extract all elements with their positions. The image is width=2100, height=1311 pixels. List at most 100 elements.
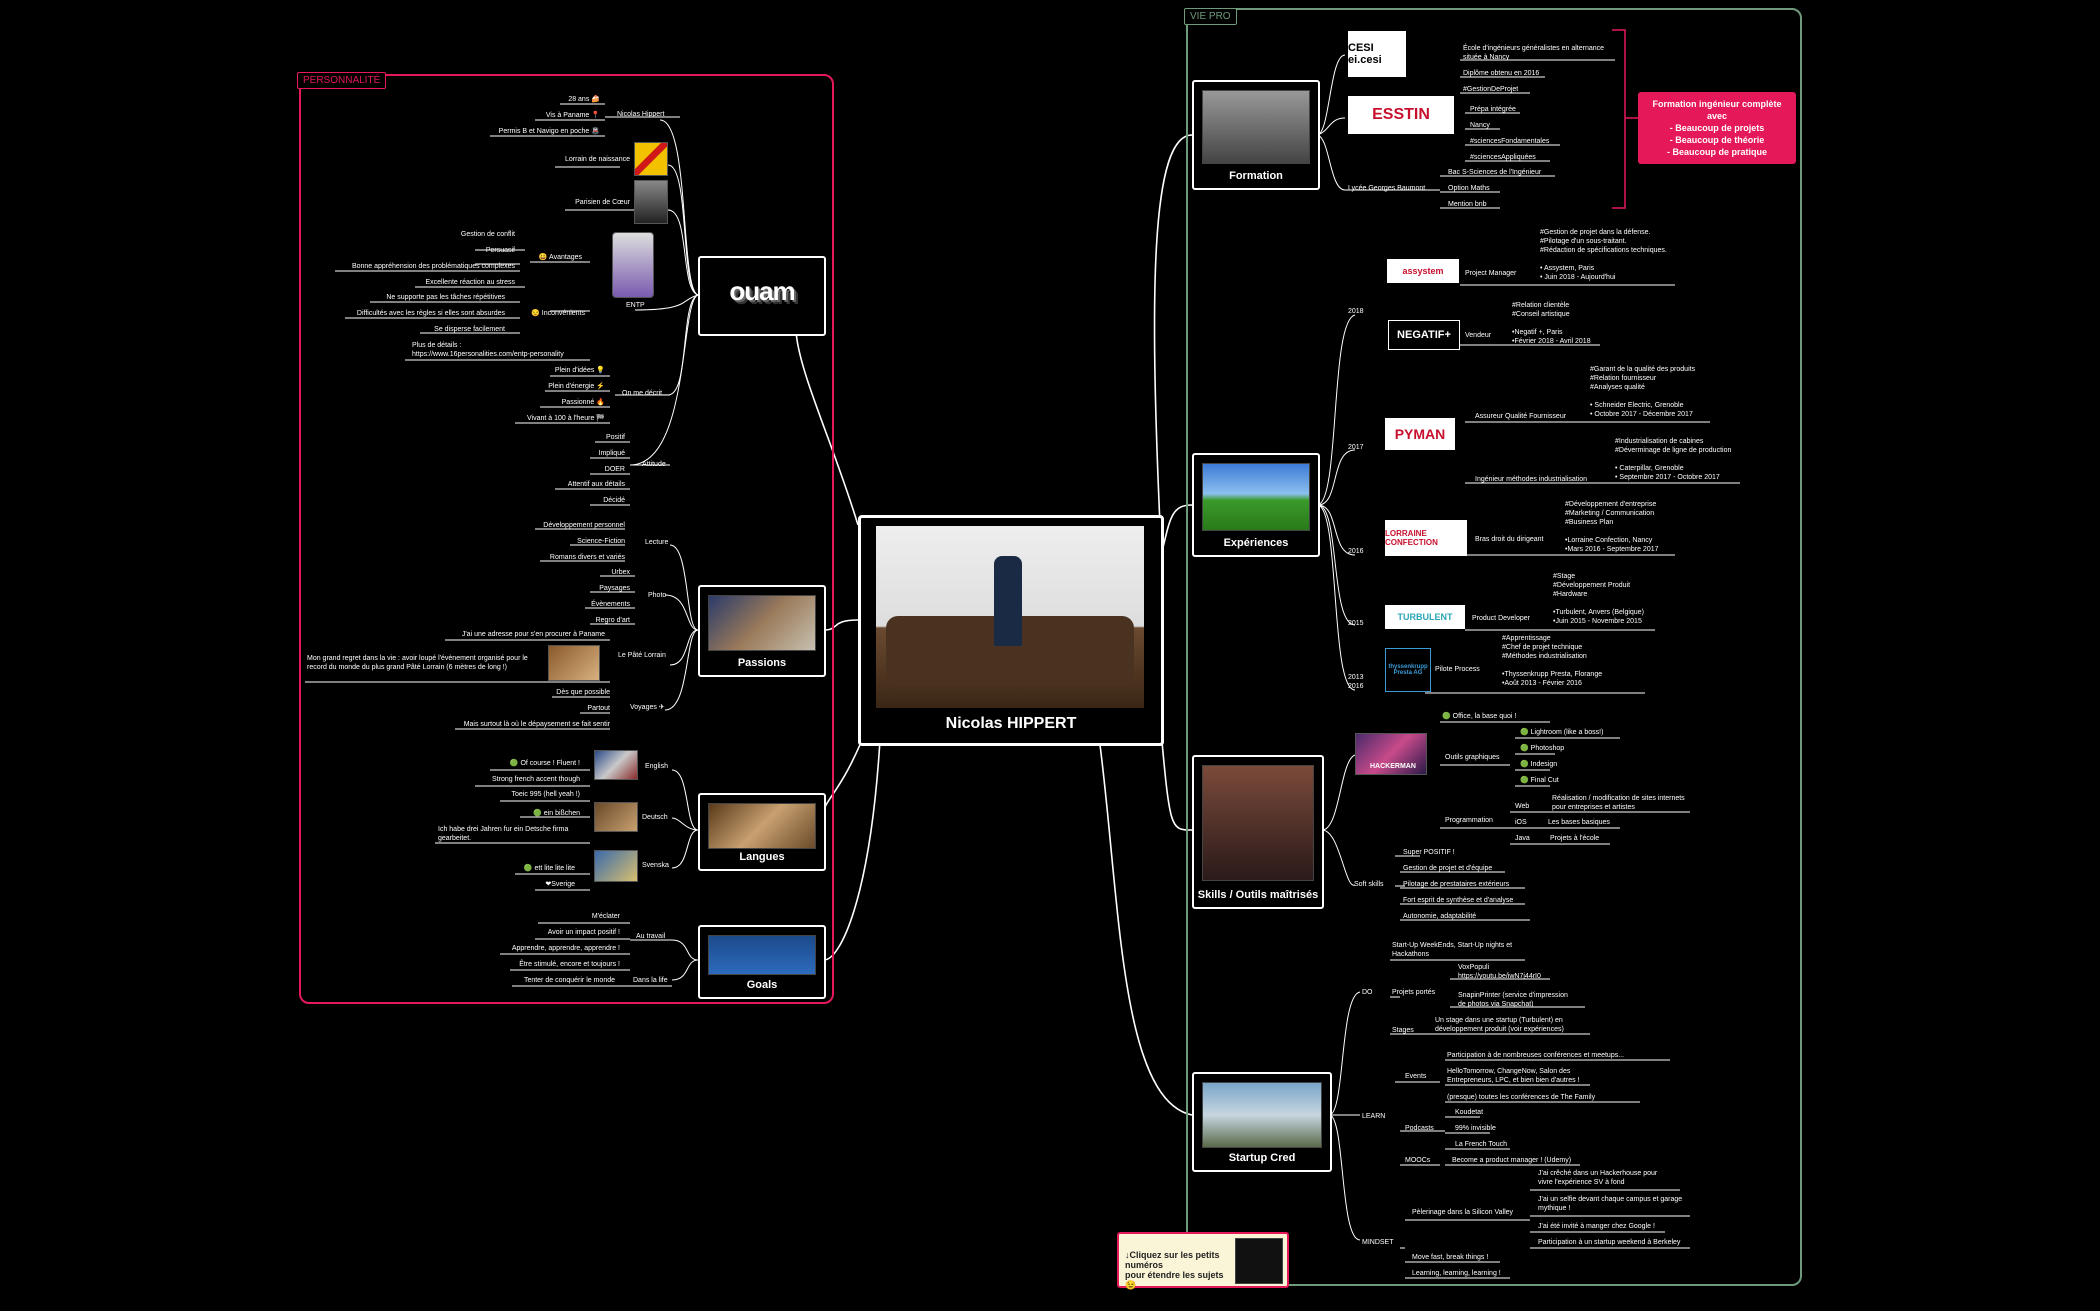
expand-hint-note[interactable]: ↓Cliquez sur les petits numéros pour éte… bbox=[1117, 1232, 1289, 1290]
experiences-image bbox=[1202, 463, 1310, 531]
leaf-od4: Vivant à 100 à l'heure 🏁 bbox=[526, 415, 605, 422]
passions-image bbox=[708, 595, 816, 651]
leaf-st1: Un stage dans une startup (Turbulent) en… bbox=[1435, 1017, 1564, 1033]
region-personnalite-label[interactable]: PERSONNALITÉ bbox=[297, 72, 387, 89]
leaf-in2: Difficultés avec les règles si elles son… bbox=[356, 310, 505, 317]
leaf-y2016: 2016 bbox=[1348, 548, 1364, 555]
central-topic[interactable]: Nicolas HIPPERT bbox=[858, 515, 1164, 746]
formation-title: Formation bbox=[1229, 170, 1283, 182]
leaf-le2: Science-Fiction bbox=[577, 538, 625, 545]
leaf-cesi3: #GestionDeProjet bbox=[1463, 86, 1519, 93]
leaf-ev1: Participation à de nombreuses conférence… bbox=[1447, 1052, 1625, 1059]
leaf-ondecrit: On me décrit... bbox=[622, 390, 668, 397]
hub-startup[interactable]: Startup Cred bbox=[1192, 1072, 1332, 1172]
turbulent-logo: TURBULENT bbox=[1385, 605, 1465, 629]
leaf-po1: Koudetat bbox=[1455, 1109, 1484, 1116]
hint-thumbnail bbox=[1235, 1238, 1283, 1284]
region-viepro bbox=[1186, 8, 1802, 1286]
leaf-pe1: J'ai crêché dans un Hackerhouse pour viv… bbox=[1538, 1170, 1658, 1186]
leaf-permis: Permis B et Navigo en poche 🚇 bbox=[498, 128, 600, 135]
leaf-imi: Ingénieur méthodes industrialisation bbox=[1475, 476, 1588, 483]
leaf-pa2: Mon grand regret dans la vie : avoir lou… bbox=[307, 655, 528, 671]
formation-callout[interactable]: Formation ingénieur complète avec - Beau… bbox=[1638, 92, 1796, 164]
leaf-mo1: Become a product manager ! (Udemy) bbox=[1452, 1157, 1572, 1164]
startup-title: Startup Cred bbox=[1228, 1152, 1296, 1164]
leaf-paname: Vis à Paname 📍 bbox=[545, 112, 600, 119]
langues-image bbox=[708, 803, 816, 849]
leaf-do1: Start-Up WeekEnds, Start-Up nights et Ha… bbox=[1392, 942, 1513, 958]
leaf-mindset: MINDSET bbox=[1362, 1239, 1394, 1246]
passions-title: Passions bbox=[737, 657, 787, 669]
leaf-ph1: Urbex bbox=[611, 569, 630, 576]
expand-hint-text: ↓Cliquez sur les petits numéros pour éte… bbox=[1125, 1250, 1224, 1290]
leaf-vo3: Mais surtout là où le dépaysement se fai… bbox=[463, 721, 610, 728]
hub-langues[interactable]: Langues bbox=[698, 793, 826, 871]
leaf-at3: DOER bbox=[604, 466, 625, 473]
leaf-podcasts: Podcasts bbox=[1405, 1125, 1434, 1132]
hub-goals[interactable]: Goals bbox=[698, 925, 826, 999]
leaf-vendeur-desc: #Relation clientèle #Conseil artistique … bbox=[1512, 302, 1591, 345]
leaf-tr2: Avoir un impact positif ! bbox=[547, 929, 620, 936]
leaf-imi-desc: #Industrialisation de cabines #Dévermina… bbox=[1615, 438, 1732, 481]
leaf-pe3: J'ai été invité à manger chez Google ! bbox=[1538, 1223, 1655, 1230]
leaf-od3: Passionné 🔥 bbox=[561, 399, 605, 406]
hub-passions[interactable]: Passions bbox=[698, 585, 826, 677]
leaf-web-desc: Réalisation / modification de sites inte… bbox=[1552, 795, 1685, 811]
leaf-od2: Plein d'énergie ⚡ bbox=[548, 383, 605, 390]
region-personnalite bbox=[299, 74, 834, 1004]
leaf-attitude: Attitude bbox=[642, 461, 666, 468]
leaf-es1: Prépa intégrée bbox=[1470, 106, 1516, 113]
leaf-avantages: 😀 Avantages bbox=[538, 254, 582, 261]
leaf-prog: Programmation bbox=[1445, 817, 1493, 824]
hub-skills[interactable]: Skills / Outils maîtrisés bbox=[1192, 755, 1324, 909]
region-viepro-label[interactable]: VIE PRO bbox=[1184, 8, 1237, 25]
leaf-ios: iOS bbox=[1515, 819, 1527, 826]
leaf-vo2: Partout bbox=[587, 705, 610, 712]
leaf-do: DO bbox=[1362, 989, 1373, 996]
leaf-y2017: 2017 bbox=[1348, 444, 1364, 451]
leaf-y2018: 2018 bbox=[1348, 308, 1364, 315]
leaf-graphiques: Outils graphiques bbox=[1445, 754, 1500, 761]
leaf-y2013: 2013 2016 bbox=[1348, 674, 1364, 690]
leaf-nicolas: Nicolas Hippert bbox=[617, 111, 665, 118]
langues-title: Langues bbox=[739, 851, 785, 863]
leaf-moocs: MOOCs bbox=[1405, 1157, 1431, 1164]
leaf-pp: Pilote Process bbox=[1435, 666, 1480, 673]
leaf-de1: 🟢 ein bißchen bbox=[533, 810, 580, 817]
startup-image bbox=[1202, 1082, 1322, 1148]
leaf-deutsch: Deutsch bbox=[642, 814, 668, 821]
leaf-at2: Impliqué bbox=[598, 450, 625, 457]
hub-formation[interactable]: Formation bbox=[1192, 80, 1320, 190]
person-shape bbox=[994, 556, 1022, 646]
leaf-av1: Gestion de conflit bbox=[460, 231, 515, 238]
leaf-photo: Photo bbox=[648, 592, 667, 599]
leaf-es2: Nancy bbox=[1470, 122, 1490, 129]
leaf-pd-desc: #Stage #Développement Produit #Hardware … bbox=[1553, 573, 1644, 625]
leaf-pelerinage: Pèlerinage dans la Silicon Valley bbox=[1412, 1209, 1514, 1216]
thyssen-logo: thyssenkrupp Presta AG bbox=[1385, 648, 1431, 692]
leaf-projets: Projets portés bbox=[1392, 989, 1436, 996]
leaf-es3: #sciencesFondamentales bbox=[1470, 138, 1550, 145]
einstein-image bbox=[612, 232, 654, 298]
leaf-details[interactable]: Plus de détails : https://www.16personal… bbox=[412, 342, 564, 358]
formation-image bbox=[1202, 90, 1310, 164]
leaf-g4: 🟢 Final Cut bbox=[1520, 777, 1559, 784]
leaf-pr1[interactable]: VoxPopuli https://youtu.be/iwN7j44rI0 bbox=[1458, 964, 1541, 980]
leaf-java-desc: Projets à l'école bbox=[1550, 835, 1600, 842]
leaf-inconvenients: 😒 Inconvénients bbox=[531, 310, 585, 317]
leaf-voyages: Voyages ✈ bbox=[630, 704, 665, 711]
leaf-en3: Toeic 995 (hell yeah !) bbox=[511, 791, 580, 798]
leaf-pp-desc: #Apprentissage #Chef de projet technique… bbox=[1502, 635, 1603, 687]
leaf-en1: 🟢 Of course ! Fluent ! bbox=[509, 760, 580, 767]
leaf-in3: Se disperse facilement bbox=[434, 326, 505, 333]
hub-ouam[interactable]: ouam bbox=[698, 256, 826, 336]
leaf-stages: Stages bbox=[1392, 1027, 1414, 1034]
leaf-soft: Soft skills bbox=[1354, 881, 1384, 888]
hub-experiences[interactable]: Expériences bbox=[1192, 453, 1320, 557]
experiences-title: Expériences bbox=[1223, 537, 1289, 549]
leaf-pm: Project Manager bbox=[1465, 270, 1517, 277]
assystem-logo: assystem bbox=[1387, 259, 1459, 283]
leaf-s2: Gestion de projet et d'équipe bbox=[1403, 865, 1493, 872]
leaf-ly1: Bac S-Sciences de l'Ingénieur bbox=[1448, 169, 1542, 176]
leaf-po2: 99% invisible bbox=[1455, 1125, 1496, 1132]
